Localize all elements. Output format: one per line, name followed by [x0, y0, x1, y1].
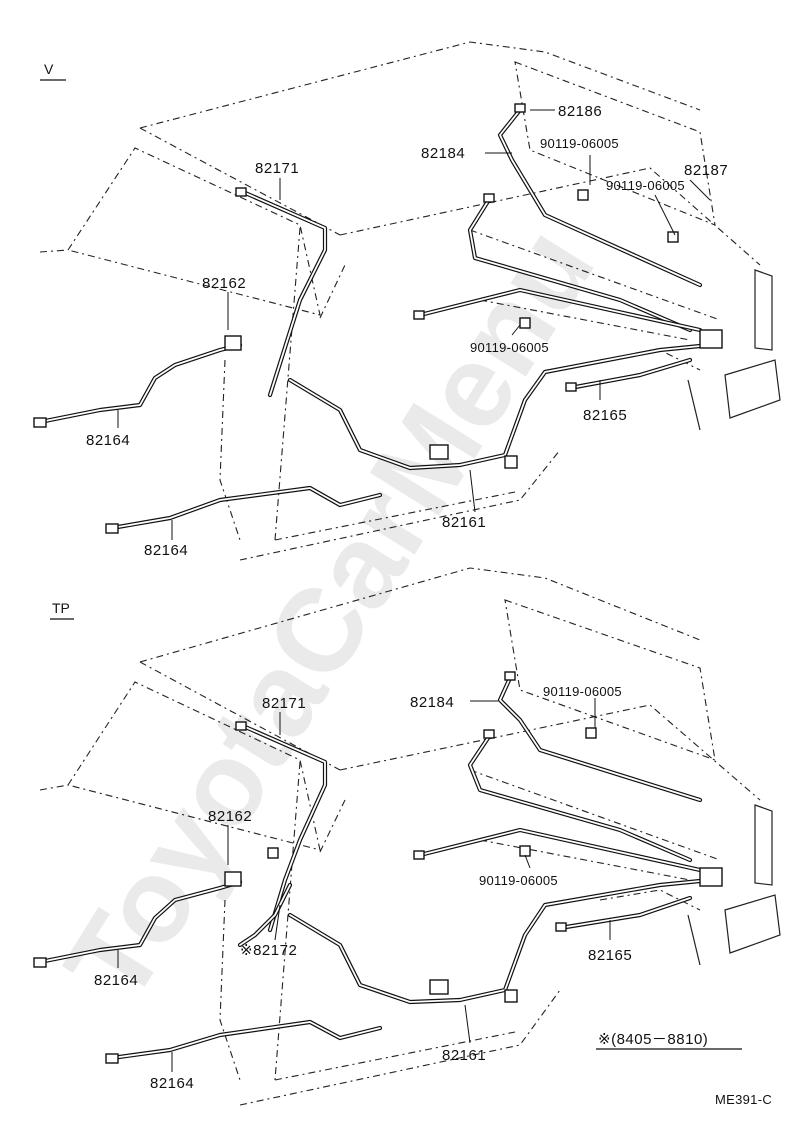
vehicle-body-outline: [39, 567, 781, 1106]
part-label: 90119-06005: [470, 340, 549, 355]
connector: [429, 444, 449, 460]
connector: [33, 957, 47, 968]
bolt: [267, 847, 279, 859]
part-labels-tp: 82184 90119-06005 82171 82162 90119-0600…: [94, 684, 632, 1092]
connector: [699, 867, 723, 887]
part-label: 82165: [583, 407, 627, 424]
part-label: 90119-06005: [543, 684, 622, 699]
connector: [235, 721, 247, 731]
part-label: 90119-06005: [606, 178, 685, 193]
connector: [235, 187, 247, 197]
part-label: 82184: [410, 694, 454, 711]
wiring-harness-tp: [33, 671, 723, 1064]
part-label: 82165: [588, 947, 632, 964]
section-label-v: V: [44, 61, 54, 77]
connector: [413, 850, 425, 860]
section-label-tp: TP: [52, 600, 70, 616]
part-label: 82186: [558, 103, 602, 120]
connector: [224, 871, 242, 887]
part-label: 82164: [94, 972, 138, 989]
leader-lines-v: [117, 109, 711, 540]
connector: [224, 335, 242, 351]
part-label: ※82172: [240, 942, 297, 959]
figure-code: ME391-C: [715, 1092, 772, 1107]
bolt: [519, 845, 531, 857]
section-tp: TP: [33, 567, 781, 1106]
part-label: 82171: [262, 695, 306, 712]
connector: [504, 989, 518, 1003]
connector: [105, 523, 119, 534]
connector: [483, 193, 495, 203]
part-labels-v: 82186 82184 90119-06005 82187 90119-0600…: [86, 103, 728, 559]
bolt: [585, 727, 597, 739]
part-label: 82164: [150, 1075, 194, 1092]
leader-lines-tp: [117, 698, 611, 1072]
connector: [504, 671, 516, 681]
part-label: 82171: [255, 160, 299, 177]
part-label: 90119-06005: [479, 873, 558, 888]
wiring-harness-v: [33, 103, 723, 534]
part-label: 82184: [421, 145, 465, 162]
connector: [429, 979, 449, 995]
part-label: 82162: [208, 808, 252, 825]
connector: [699, 329, 723, 349]
part-label: 82161: [442, 1047, 486, 1064]
connector: [504, 455, 518, 469]
connector: [413, 310, 425, 320]
connector: [514, 103, 526, 113]
bolt: [577, 189, 589, 201]
part-label: 82187: [684, 162, 728, 179]
part-label: 82164: [144, 542, 188, 559]
section-v: V: [33, 41, 781, 561]
connector: [555, 922, 567, 932]
production-date-note: ※(8405－8810): [598, 1031, 708, 1048]
connector: [105, 1053, 119, 1064]
connector: [483, 729, 495, 739]
part-label: 82162: [202, 275, 246, 292]
connector: [33, 417, 47, 428]
part-label: 90119-06005: [540, 136, 619, 151]
bolt: [519, 317, 531, 329]
connector: [565, 382, 577, 392]
watermark: ToyotaCarMenu: [40, 205, 620, 1024]
part-label: 82164: [86, 432, 130, 449]
bolt: [667, 231, 679, 243]
part-label: 82161: [442, 514, 486, 531]
